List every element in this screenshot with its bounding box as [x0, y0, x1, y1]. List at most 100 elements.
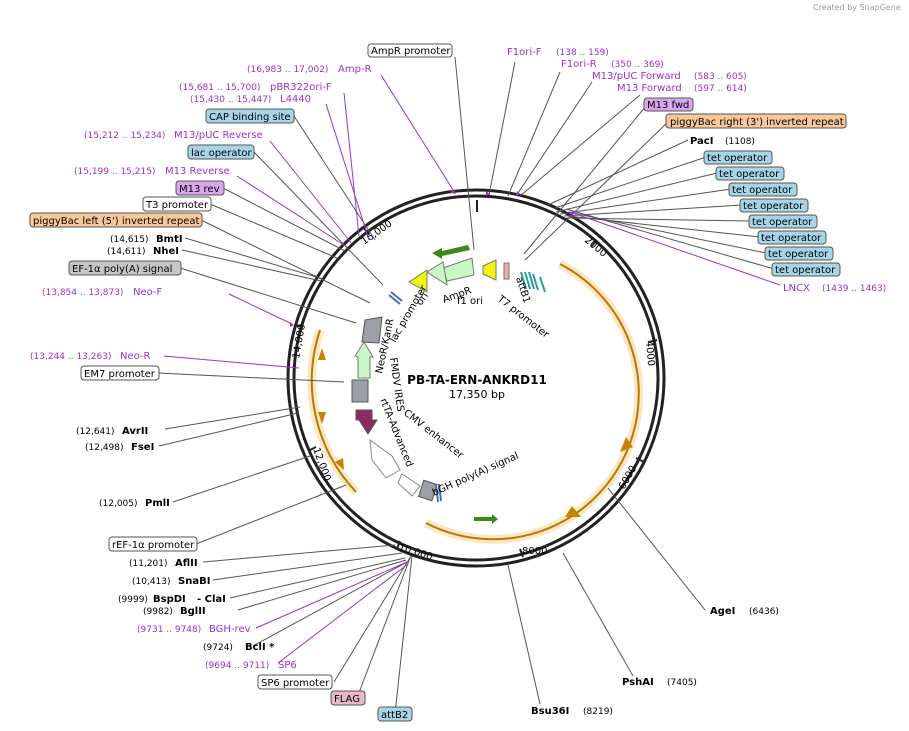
backbone-outer: [286, 188, 666, 568]
sp6-label[interactable]: SP6: [278, 660, 297, 671]
bmti-pos: (14,615): [110, 235, 149, 245]
pbac-left-box: [29, 212, 203, 228]
tet-operator-label[interactable]: tet operator: [768, 249, 829, 260]
bmti-label[interactable]: BmtI: [156, 234, 183, 245]
pshai-pos: (7405): [667, 678, 697, 688]
lncx-label[interactable]: LNCX: [783, 283, 810, 294]
tet-operator-label[interactable]: tet operator: [761, 233, 822, 244]
ef1a-polya-label[interactable]: EF-1α poly(A) signal: [72, 264, 172, 275]
cmv-box: [397, 473, 421, 497]
sp6-range: (9694 .. 9711): [205, 661, 269, 671]
ori-arrow: [408, 269, 428, 293]
tet-operator-label[interactable]: tet operator: [707, 153, 768, 164]
pbac-right-label[interactable]: piggyBac right (3') inverted repeat: [670, 117, 844, 128]
sp6-promoter-label[interactable]: SP6 promoter: [261, 678, 330, 689]
m13puc-rev-range: (15,212 .. 15,234): [84, 131, 165, 141]
pbac-left-label[interactable]: piggyBac left (5') inverted repeat: [33, 216, 199, 227]
pmli-label[interactable]: PmlI: [145, 498, 170, 509]
cap-label[interactable]: CAP binding site: [209, 112, 291, 123]
connector-lines: [157, 56, 775, 715]
t3-box: [142, 196, 212, 212]
agei-label[interactable]: AgeI: [710, 606, 735, 617]
sp6-marks: [435, 483, 442, 503]
m13-reverse-label[interactable]: M13 Reverse: [165, 166, 230, 177]
feature-f1ori: f1 ori: [457, 296, 483, 307]
bcli-pos: (9724): [203, 643, 233, 653]
lac-operator-label[interactable]: lac operator: [191, 148, 252, 159]
bglii-label[interactable]: BglII: [180, 606, 206, 617]
em7-box: [361, 316, 383, 344]
clai-label[interactable]: - ClaI: [197, 594, 226, 605]
feature-attb1: attB1: [513, 276, 532, 305]
snabi-pos: (10,413): [132, 577, 171, 587]
t3-label[interactable]: T3 promoter: [145, 200, 209, 211]
tet-operator-marks: [520, 271, 546, 293]
m13puc-rev-label[interactable]: M13/pUC Reverse: [174, 130, 263, 141]
amp-r-label[interactable]: Amp-R: [338, 64, 372, 75]
attb1-box: [503, 262, 510, 280]
lac-marks: [388, 291, 403, 305]
ires-box: [351, 379, 369, 403]
sp6-promoter-box: [257, 674, 333, 690]
tet-operator-label[interactable]: tet operator: [775, 265, 836, 276]
green-arrow-bottom: [474, 514, 498, 524]
pbr322-label[interactable]: pBR322ori-F: [270, 82, 332, 93]
orf-left: [310, 329, 357, 493]
m13puc-forward-label[interactable]: M13/pUC Forward: [592, 71, 681, 82]
tick-label: 10,000: [397, 542, 434, 563]
l4440-label[interactable]: L4440: [280, 94, 311, 105]
em7-label[interactable]: EM7 promoter: [84, 369, 156, 380]
pshai-label[interactable]: PshAI: [622, 677, 654, 688]
bsu36i-pos: (8219): [583, 707, 613, 717]
tet-operator-label[interactable]: tet operator: [719, 169, 780, 180]
flag-box: [330, 690, 366, 706]
orf-arrows: [565, 437, 633, 517]
tet-operator-label[interactable]: tet operator: [743, 201, 804, 212]
tet-operator-label[interactable]: tet operator: [732, 185, 793, 196]
f1ori-f-label[interactable]: F1ori-F: [507, 47, 542, 58]
primer-connectors: [163, 74, 781, 664]
fsei-pos: (12,498): [85, 443, 124, 453]
m13-forward-label[interactable]: M13 Forward: [617, 83, 682, 94]
m13puc-forward-range: (583 .. 605): [694, 72, 747, 82]
feature-lac-promoter: lac promoter: [388, 283, 430, 345]
fsei-label[interactable]: FseI: [131, 442, 154, 453]
m13-fwd-label[interactable]: M13 fwd: [647, 100, 689, 111]
nhei-pos: (14,611): [107, 247, 146, 257]
tick-label: 8000: [522, 546, 547, 557]
agei-pos: (6436): [749, 607, 779, 617]
paci-pos: (1108): [725, 137, 755, 147]
flag-label[interactable]: FLAG: [334, 694, 360, 705]
lac-operator-box: [187, 144, 255, 160]
orf-band: [425, 263, 640, 541]
bgh-rev-label[interactable]: BGH-rev: [209, 624, 251, 635]
bsu36i-label[interactable]: Bsu36I: [531, 706, 569, 717]
snabi-label[interactable]: SnaBI: [178, 576, 210, 587]
attb2-label[interactable]: attB2: [381, 710, 408, 721]
m13-rev-label[interactable]: M13 rev: [179, 184, 220, 195]
ampr-promoter-label[interactable]: AmpR promoter: [371, 46, 451, 57]
f1ori-f-range: (138 .. 159): [556, 48, 609, 58]
aflii-label[interactable]: AflII: [175, 558, 198, 569]
ref1a-label[interactable]: rEF-1α promoter: [112, 540, 195, 551]
m13-reverse-range: (15,199 .. 15,215): [74, 167, 155, 177]
ef1a-polya-box: [68, 260, 182, 276]
ampr-arrow: [442, 257, 475, 282]
amp-r-range: (16,983 .. 17,002): [247, 65, 328, 75]
bspdi-label[interactable]: BspDI: [153, 594, 186, 605]
ampr-arrowhead: [426, 261, 448, 287]
paci-label[interactable]: PacI: [690, 136, 713, 147]
ref1a-box: [108, 536, 198, 552]
neor-arrow: [354, 341, 374, 379]
tick-label: 2000: [582, 235, 609, 260]
neo-r-label[interactable]: Neo-R: [120, 351, 151, 362]
nhei-label[interactable]: NheI: [153, 246, 179, 257]
neo-f-label[interactable]: Neo-F: [133, 287, 163, 298]
pbac-right-box: [665, 113, 847, 129]
avrii-label[interactable]: AvrII: [122, 426, 148, 437]
watermark-text: Created by SnapGene: [813, 3, 901, 12]
bcli-label[interactable]: BclI *: [245, 642, 275, 653]
tet-operator-label[interactable]: tet operator: [752, 217, 813, 228]
f1ori-r-label[interactable]: F1ori-R: [561, 59, 597, 70]
